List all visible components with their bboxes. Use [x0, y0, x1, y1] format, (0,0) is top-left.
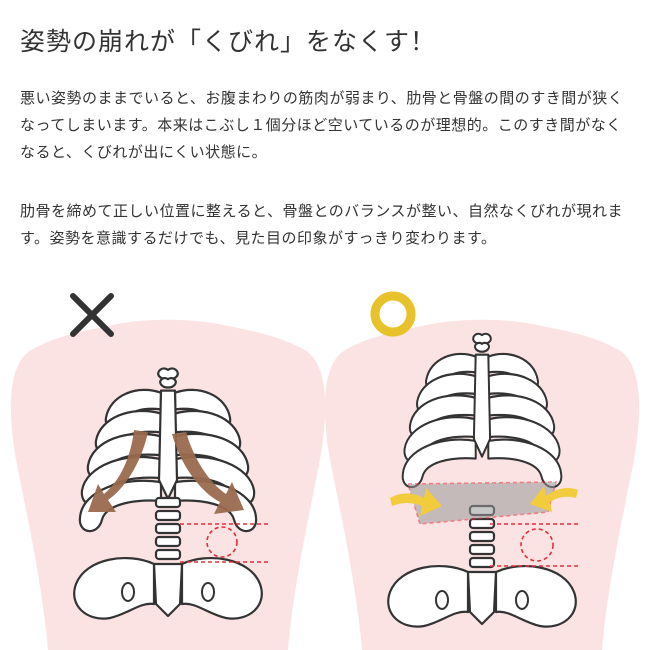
posture-comparison-figure — [0, 280, 650, 650]
circle-icon — [370, 291, 416, 337]
paragraph-problem: 悪い姿勢のままでいると、お腹まわりの筋肉が弱まり、肋骨と骨盤の間のすき間が狭くな… — [20, 89, 624, 161]
good-posture-illustration — [324, 291, 640, 650]
left-inward-arrow — [390, 488, 442, 516]
rib-highlight-band — [406, 481, 558, 525]
paragraph-solution: 肋骨を締めて正しい位置に整えると、骨盤とのバランスが整い、自然なくびれが現れます… — [20, 202, 624, 247]
page-title: 姿勢の崩れが「くびれ」をなくす！ — [20, 27, 437, 56]
ideal-gap-circle — [520, 528, 554, 562]
left-down-arrow — [88, 430, 148, 512]
right-inward-arrow — [530, 486, 578, 512]
narrow-gap-circle — [206, 526, 238, 558]
right-down-arrow — [172, 432, 244, 514]
bad-posture-illustration — [10, 293, 326, 650]
cross-icon — [70, 293, 114, 337]
